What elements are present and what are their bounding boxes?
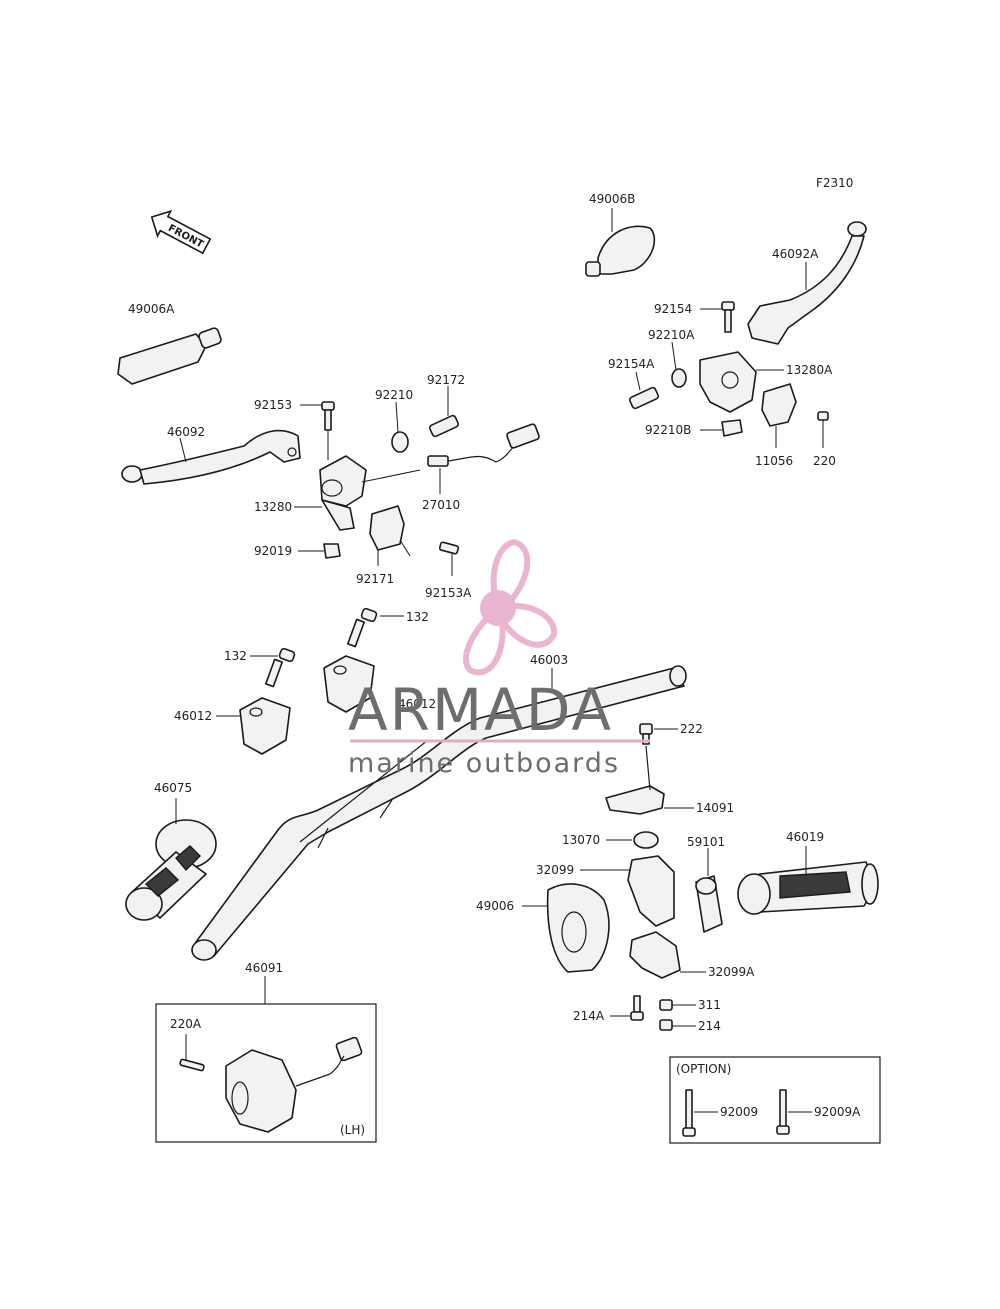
label-59101: 59101 bbox=[687, 835, 725, 849]
label-46075: 46075 bbox=[154, 781, 192, 795]
part-92210-washer bbox=[391, 431, 409, 453]
label-49006A: 49006A bbox=[128, 302, 175, 316]
front-arrow-icon: FRONT bbox=[150, 209, 212, 255]
label-92154: 92154 bbox=[654, 302, 692, 316]
label-46003: 46003 bbox=[530, 653, 568, 667]
part-46092-lever bbox=[121, 429, 301, 485]
part-92154-bolt bbox=[721, 301, 735, 333]
label-46012-a: 46012 bbox=[174, 709, 212, 723]
part-13070-collar bbox=[633, 831, 659, 849]
part-49006A-guard bbox=[117, 327, 222, 385]
part-132-bolt-b bbox=[264, 647, 296, 688]
label-92153A: 92153A bbox=[425, 586, 472, 600]
label-32099: 32099 bbox=[536, 863, 574, 877]
part-59101-pulley bbox=[695, 875, 723, 933]
part-32099A-housing bbox=[629, 931, 681, 979]
label-92153: 92153 bbox=[254, 398, 292, 412]
part-92009A-bolt bbox=[776, 1089, 790, 1135]
label-46091: 46091 bbox=[245, 961, 283, 975]
label-46092A: 46092A bbox=[772, 247, 819, 261]
part-13280A-holder bbox=[699, 351, 757, 413]
part-220-screw bbox=[817, 411, 829, 421]
label-46092: 46092 bbox=[167, 425, 205, 439]
label-27010: 27010 bbox=[422, 498, 460, 512]
label-311: 311 bbox=[698, 998, 721, 1012]
part-46075-grip bbox=[125, 819, 217, 921]
part-92019-nut bbox=[323, 543, 341, 559]
part-214-screw bbox=[659, 1019, 673, 1031]
label-220A: 220A bbox=[170, 1017, 202, 1031]
watermark-brand: ARMADA bbox=[348, 676, 613, 744]
figure-code: F2310 bbox=[816, 176, 853, 190]
label-13280A: 13280A bbox=[786, 363, 833, 377]
label-14091: 14091 bbox=[696, 801, 734, 815]
label-11056: 11056 bbox=[755, 454, 793, 468]
label-49006B: 49006B bbox=[589, 192, 635, 206]
label-46019: 46019 bbox=[786, 830, 824, 844]
part-132-bolt-a bbox=[346, 607, 378, 648]
label-92210B: 92210B bbox=[645, 423, 691, 437]
part-46012-clamp-b bbox=[323, 655, 375, 713]
label-92172: 92172 bbox=[427, 373, 465, 387]
option-box bbox=[669, 1056, 881, 1144]
option-box-title: (OPTION) bbox=[676, 1062, 731, 1076]
label-214A: 214A bbox=[573, 1009, 605, 1023]
label-49006: 49006 bbox=[476, 899, 514, 913]
label-132-b: 132 bbox=[224, 649, 247, 663]
label-92210A: 92210A bbox=[648, 328, 695, 342]
label-13280: 13280 bbox=[254, 500, 292, 514]
label-132-a: 132 bbox=[406, 610, 429, 624]
part-14091-bracket bbox=[605, 745, 665, 815]
label-220: 220 bbox=[813, 454, 836, 468]
part-46019-throttle-grip bbox=[737, 861, 879, 915]
part-13280-holder bbox=[319, 455, 367, 531]
part-46092A-lever bbox=[747, 221, 867, 345]
label-92154A: 92154A bbox=[608, 357, 655, 371]
label-92009A: 92009A bbox=[814, 1105, 861, 1119]
watermark-tagline: marine outboards bbox=[348, 748, 620, 779]
part-49006-cover bbox=[546, 883, 610, 973]
part-32099-housing bbox=[627, 855, 675, 927]
part-92009-bolt bbox=[682, 1089, 696, 1137]
label-13070: 13070 bbox=[562, 833, 600, 847]
propeller-logo-icon bbox=[463, 538, 558, 676]
part-92210B-nut bbox=[721, 419, 743, 437]
part-27010-switch bbox=[427, 423, 540, 467]
part-92153-bolt bbox=[321, 401, 335, 431]
lh-box-note: (LH) bbox=[340, 1123, 365, 1137]
part-92154A-adjuster bbox=[628, 386, 660, 410]
part-46091-switch bbox=[225, 1036, 363, 1133]
label-46012-b: 46012 bbox=[398, 697, 436, 711]
lh-switch-box bbox=[155, 1003, 377, 1143]
part-222-screw bbox=[639, 723, 653, 745]
watermark: ARMADA marine outboards bbox=[348, 538, 650, 779]
label-92019: 92019 bbox=[254, 544, 292, 558]
label-92009: 92009 bbox=[720, 1105, 758, 1119]
part-311-nut bbox=[659, 999, 673, 1011]
part-92172-adjuster bbox=[428, 414, 460, 438]
label-222: 222 bbox=[680, 722, 703, 736]
part-11056-clamp bbox=[761, 383, 797, 427]
label-32099A: 32099A bbox=[708, 965, 755, 979]
part-46012-clamp-a bbox=[239, 697, 291, 755]
part-214A-screw bbox=[630, 995, 644, 1021]
part-92210A-washer bbox=[671, 368, 687, 388]
part-92171-clamp bbox=[369, 505, 405, 551]
part-220A-screw bbox=[179, 1058, 205, 1072]
part-92153A-screw bbox=[438, 541, 460, 555]
label-92171: 92171 bbox=[356, 572, 394, 586]
part-49006B-guard bbox=[585, 225, 656, 277]
part-46003-handlebar bbox=[191, 665, 687, 961]
label-214: 214 bbox=[698, 1019, 721, 1033]
label-92210: 92210 bbox=[375, 388, 413, 402]
